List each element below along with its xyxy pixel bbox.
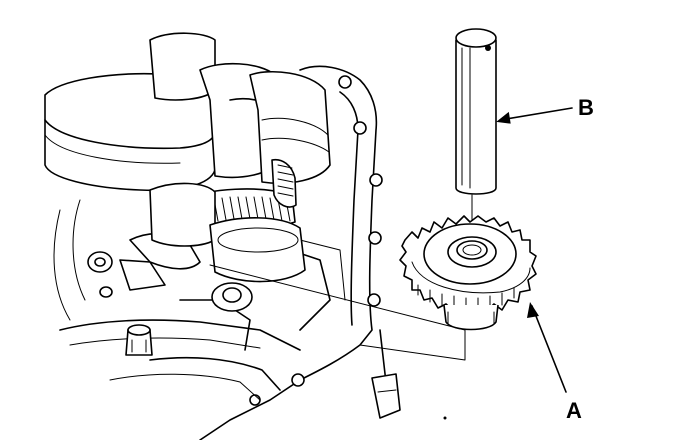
callout-b: B [496,95,594,124]
pin-hole-boss [211,282,253,312]
pin-b [455,28,497,195]
transmission-housing [53,65,383,440]
flange-bolt-holes [249,75,383,406]
assembly-leader-line [209,264,466,361]
callout-a: A [527,302,582,423]
shaft-gear-stack [44,32,331,283]
probe-tube [371,329,401,419]
label-a: A [566,398,582,423]
gear-a [399,215,537,331]
label-b: B [578,95,594,120]
housing-bolt [125,324,153,356]
